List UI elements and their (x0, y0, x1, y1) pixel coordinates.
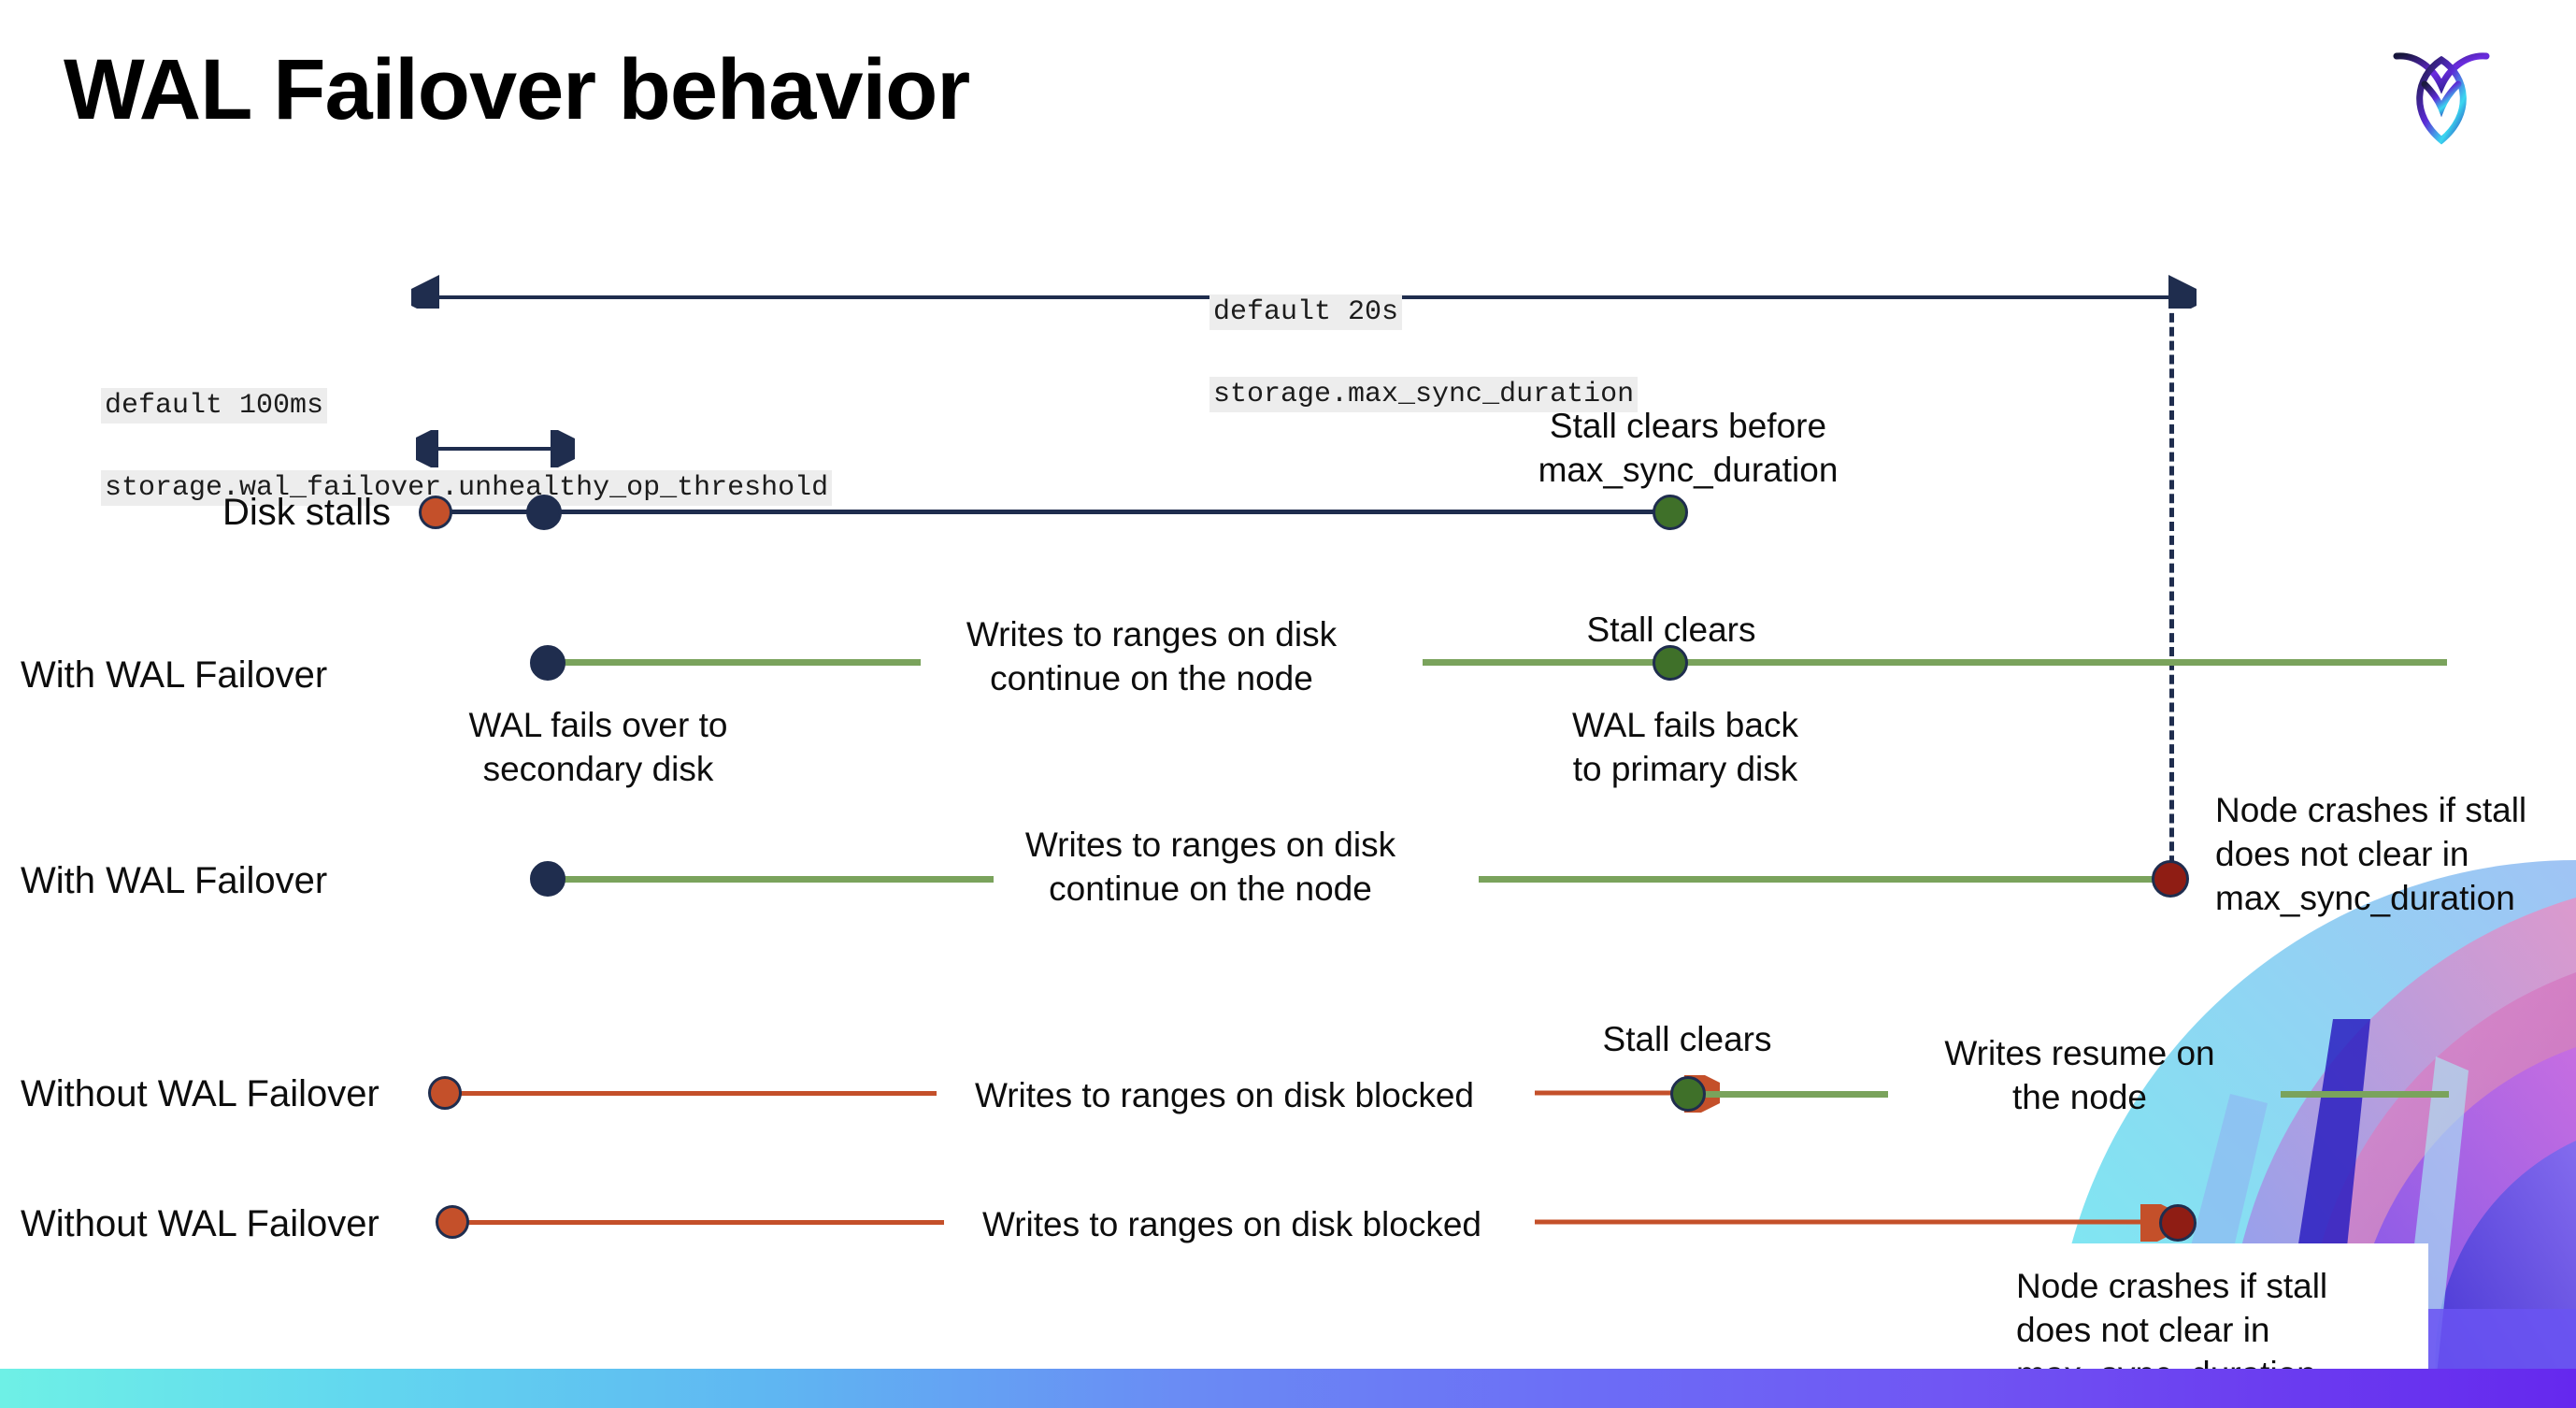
row2-writes-continue-annotation: Writes to ranges on disk continue on the… (966, 615, 1338, 697)
row3-failover-dot (530, 861, 565, 897)
row1-threshold-dot (526, 495, 562, 530)
row3-writes-continue-annotation: Writes to ranges on disk continue on the… (1024, 826, 1396, 908)
row5-writes-blocked-annotation: Writes to ranges on disk blocked (981, 1205, 1482, 1243)
row3-node-crash-dot (2152, 860, 2189, 898)
unhealthy-op-threshold-span-arrow (416, 430, 575, 467)
row4-timeline-segment-mid (1696, 1091, 1888, 1098)
row4-blocked-segment-left (449, 1091, 937, 1096)
row2-wal-fails-back-annotation: WAL fails back to primary disk (1572, 706, 1798, 788)
max-sync-setting-name: storage.max_sync_duration (1209, 377, 1639, 412)
row5-blocked-arrow (1535, 1204, 2178, 1242)
row2-timeline-segment-right (1423, 659, 2447, 666)
unhealthy-op-threshold-label: default 100ms storage.wal_failover.unhea… (34, 344, 833, 550)
row1-stall-start-dot (419, 496, 452, 529)
row4-timeline-segment-right (2281, 1091, 2449, 1098)
row1-stall-clears-dot (1653, 495, 1688, 530)
row-label-disk-stalls: Disk stalls (222, 492, 392, 533)
row4-blocked-arrow (1535, 1075, 1720, 1113)
row1-timeline-line (436, 510, 1669, 514)
max-sync-duration-label: default 20s storage.max_sync_duration (1142, 251, 1639, 456)
row2-wal-fails-over-annotation: WAL fails over to secondary disk (468, 706, 728, 788)
row4-writes-blocked-annotation: Writes to ranges on disk blocked (974, 1076, 1475, 1114)
row-label-without-wal-failover-2: Without WAL Failover (21, 1203, 379, 1244)
row-label-with-wal-failover-1: With WAL Failover (21, 654, 328, 696)
row2-timeline-segment-left (547, 659, 921, 666)
row3-timeline-segment-right (1479, 876, 2170, 883)
unhealthy-op-setting-name: storage.wal_failover.unhealthy_op_thresh… (101, 470, 833, 506)
row1-stall-clears-annotation: Stall clears before max_sync_duration (1538, 407, 1839, 489)
row3-node-crashes-annotation: Node crashes if stall does not clear in … (2215, 791, 2527, 917)
unhealthy-op-default-value: default 100ms (101, 388, 328, 424)
row4-stall-clears-dot (1670, 1076, 1706, 1112)
bottom-gradient-bar (0, 1369, 2576, 1408)
row2-failover-dot (530, 645, 565, 681)
row3-timeline-segment-left (547, 876, 994, 883)
cockroachdb-logo-icon (2385, 28, 2497, 151)
row4-stall-clears-annotation: Stall clears (1602, 1020, 1772, 1058)
row-label-without-wal-failover-1: Without WAL Failover (21, 1073, 379, 1114)
max-sync-default-value: default 20s (1209, 295, 1403, 330)
row4-writes-resume-annotation: Writes resume on the node (1944, 1034, 2215, 1116)
row2-stall-clears-dot (1653, 645, 1688, 681)
row5-blocked-segment-left (456, 1220, 944, 1225)
row-label-with-wal-failover-2: With WAL Failover (21, 860, 328, 901)
row5-node-crash-dot (2159, 1204, 2197, 1242)
page-title: WAL Failover behavior (64, 42, 970, 137)
max-sync-duration-dashed-connector (2169, 299, 2174, 879)
row5-stall-start-dot (436, 1205, 469, 1239)
row4-stall-start-dot (428, 1076, 462, 1110)
row2-stall-clears-annotation: Stall clears (1586, 611, 1756, 649)
